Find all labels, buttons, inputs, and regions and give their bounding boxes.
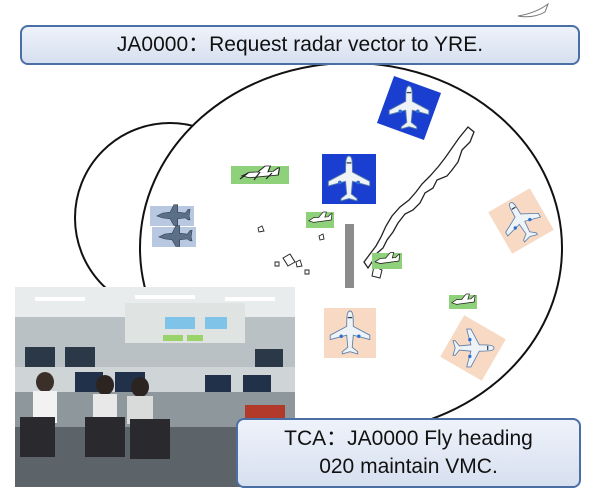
small-plane-icon bbox=[306, 211, 334, 228]
airliner-icon bbox=[376, 75, 442, 141]
fighter-jet-icon bbox=[152, 225, 196, 247]
island-outline bbox=[257, 225, 265, 233]
island-outline bbox=[274, 261, 280, 267]
swoosh-mark bbox=[517, 2, 550, 18]
fighter-jet-icon bbox=[150, 204, 194, 226]
island-outline bbox=[304, 269, 310, 275]
airliner-icon bbox=[440, 315, 506, 381]
airliner-icon bbox=[488, 188, 554, 254]
control-room-photo bbox=[15, 287, 295, 487]
small-plane-icon bbox=[449, 293, 477, 309]
small-plane-icon bbox=[372, 252, 402, 269]
controller-message-line2: 020 maintain VMC. bbox=[319, 455, 498, 478]
runway-bar bbox=[345, 224, 354, 288]
island-outline bbox=[295, 259, 303, 268]
pilot-message-bubble: JA0000：Request radar vector to YRE. bbox=[20, 25, 580, 65]
small-plane-icon bbox=[231, 165, 289, 184]
controller-message-line1: TCA：JA0000 Fly heading bbox=[284, 427, 533, 450]
airliner-icon bbox=[322, 154, 376, 204]
pilot-message-text: JA0000：Request radar vector to YRE. bbox=[116, 33, 484, 56]
island-outline bbox=[282, 253, 296, 267]
controller-message-bubble: TCA：JA0000 Fly heading 020 maintain VMC. bbox=[236, 418, 581, 488]
island-outline bbox=[318, 233, 325, 241]
airliner-icon bbox=[324, 308, 376, 358]
